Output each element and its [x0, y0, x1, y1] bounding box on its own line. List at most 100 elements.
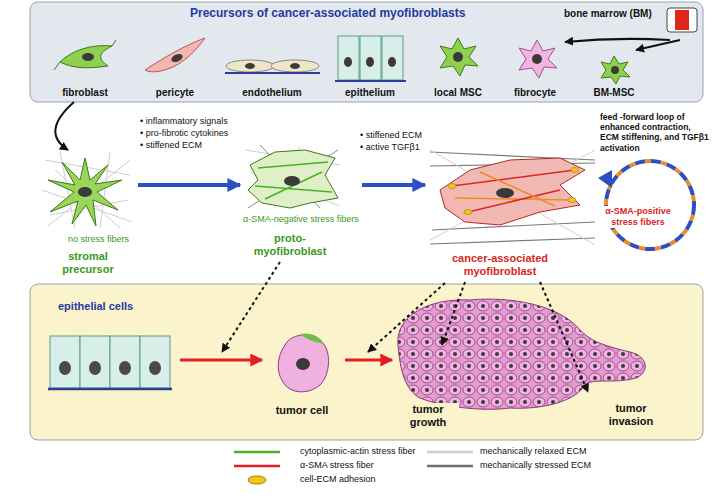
- fibroblast-icon: [54, 40, 116, 70]
- annotation-label: • stiffened ECM: [140, 140, 202, 151]
- bone-icon: [675, 10, 689, 30]
- stromal-cell: [78, 187, 92, 197]
- pericyte-icon: [170, 52, 184, 63]
- connector-arrow: [442, 282, 465, 345]
- bm-msc-icon: [601, 56, 630, 84]
- fibrocyte-icon: [519, 40, 557, 78]
- epithelium-icon: [344, 57, 352, 67]
- stromal-cell: [48, 158, 122, 226]
- bone-icon: [667, 8, 697, 32]
- endothelium-icon: [245, 63, 255, 69]
- legend-label: mechanically stressed ECM: [480, 460, 591, 471]
- fibroblast-icon: [82, 53, 94, 61]
- influence-arrow: [222, 262, 280, 352]
- pericyte-icon: [145, 38, 205, 72]
- tumor-cell-icon: [278, 335, 328, 392]
- node-label: α-SMA-negative stress fibers: [243, 214, 359, 225]
- msc-icon: [453, 52, 463, 62]
- legend-swatch: [232, 475, 282, 485]
- connector-arrow: [636, 40, 680, 50]
- fibrocyte-icon: [532, 54, 542, 64]
- caf-cell: [496, 188, 514, 198]
- caf-cell: [448, 184, 456, 189]
- feedback-loop: [598, 161, 694, 249]
- epithelium-icon: [366, 57, 374, 67]
- node-label: endothelium: [222, 87, 322, 99]
- legend-swatch: [425, 447, 475, 457]
- feedback-loop: [598, 170, 612, 188]
- annotation-label: feed -forward loop of enhanced contracti…: [600, 112, 710, 153]
- epithelium-icon: [335, 36, 406, 81]
- proto-myofibroblast-cell: [248, 150, 338, 208]
- node-label: fibroblast: [52, 87, 118, 99]
- node-label: cancer-associated myofibroblast: [440, 252, 560, 278]
- stromal-cell: [48, 158, 122, 226]
- caf-cell: [568, 198, 576, 203]
- msc-icon: [440, 38, 478, 76]
- tumor-cell-icon: [296, 358, 310, 370]
- connector-arrow: [565, 39, 670, 42]
- caf-cell: [452, 170, 575, 186]
- epithelial-cells-icon: [48, 336, 172, 389]
- tumor-panel: [30, 284, 703, 440]
- bm-msc-icon: [601, 56, 630, 84]
- annotation-label: • stiffened ECM: [360, 130, 422, 141]
- annotation-label: • active TGFβ1: [360, 142, 420, 153]
- node-label: tumor cell: [262, 404, 342, 417]
- endothelium-icon: [226, 60, 274, 72]
- epithelial-cells-icon: [80, 336, 110, 388]
- bm-msc-icon: [611, 66, 619, 74]
- connector-arrow: [540, 282, 588, 392]
- cell-node: cancer-associated myofibroblast: [425, 145, 595, 282]
- caf-cell: [571, 168, 579, 173]
- node-label: Precursors of cancer-associated myofibro…: [190, 6, 465, 20]
- ecm-mixed: [248, 150, 338, 208]
- caf-cell: [455, 198, 572, 200]
- influence-arrow: [222, 262, 445, 352]
- ecm-stressed: [430, 152, 595, 160]
- proto-myofibroblast-cell: [248, 150, 338, 208]
- legend-label: α-SMA stress fiber: [300, 460, 374, 471]
- node-label: no stress fibers: [68, 234, 129, 245]
- node-label: pericyte: [140, 87, 210, 99]
- connector-arrow: [138, 183, 240, 187]
- cell-node: fibroblast: [52, 28, 121, 102]
- endothelium-icon: [225, 72, 320, 74]
- proto-myofibroblast-cell: [255, 186, 332, 192]
- node-label: stromal precursor: [43, 250, 133, 276]
- legend-sample: [427, 465, 473, 468]
- ecm-mixed: [245, 145, 340, 208]
- fibroblast-icon: [60, 46, 112, 68]
- epithelium-icon: [360, 36, 381, 80]
- annotation-label: • pro-fibrotic cytokines: [140, 128, 228, 139]
- tumor-mass: [398, 299, 645, 409]
- caf-cell: [480, 172, 555, 206]
- proto-myofibroblast-cell: [258, 162, 328, 168]
- legend-label: cytoplasmic-actin stress fiber: [300, 446, 416, 457]
- epithelial-cells-icon: [110, 336, 140, 388]
- node-label: tumor invasion: [598, 402, 664, 428]
- epithelium-icon: [382, 36, 403, 80]
- connector-arrow: [362, 183, 425, 187]
- legend-sample: [234, 451, 280, 454]
- cell-node: epithelial cells: [40, 296, 180, 400]
- cell-node: tumor growth: [392, 345, 502, 433]
- epithelium-icon: [335, 80, 406, 82]
- cell-node: BM-MSC: [583, 50, 648, 102]
- cell-node: proto-myofibroblastα-SMA-negative stress…: [240, 140, 362, 262]
- caf-cell: [440, 158, 585, 225]
- annotation-label: • inflammatory signals: [140, 116, 228, 127]
- legend-label: cell-ECM adhesion: [300, 474, 376, 485]
- node-label: local MSC: [425, 87, 491, 99]
- connector-arrow: [55, 102, 74, 150]
- cell-node: tumor cell: [262, 322, 345, 422]
- pericyte-icon: [145, 38, 205, 72]
- cell-node: tumor invasion: [568, 392, 668, 434]
- endothelium-icon: [290, 63, 300, 69]
- endothelium-icon: [271, 60, 319, 72]
- panel-band: Precursors of cancer-associated myofibro…: [30, 2, 703, 104]
- epithelial-cells-icon: [89, 361, 101, 375]
- legend-swatch: [232, 461, 282, 471]
